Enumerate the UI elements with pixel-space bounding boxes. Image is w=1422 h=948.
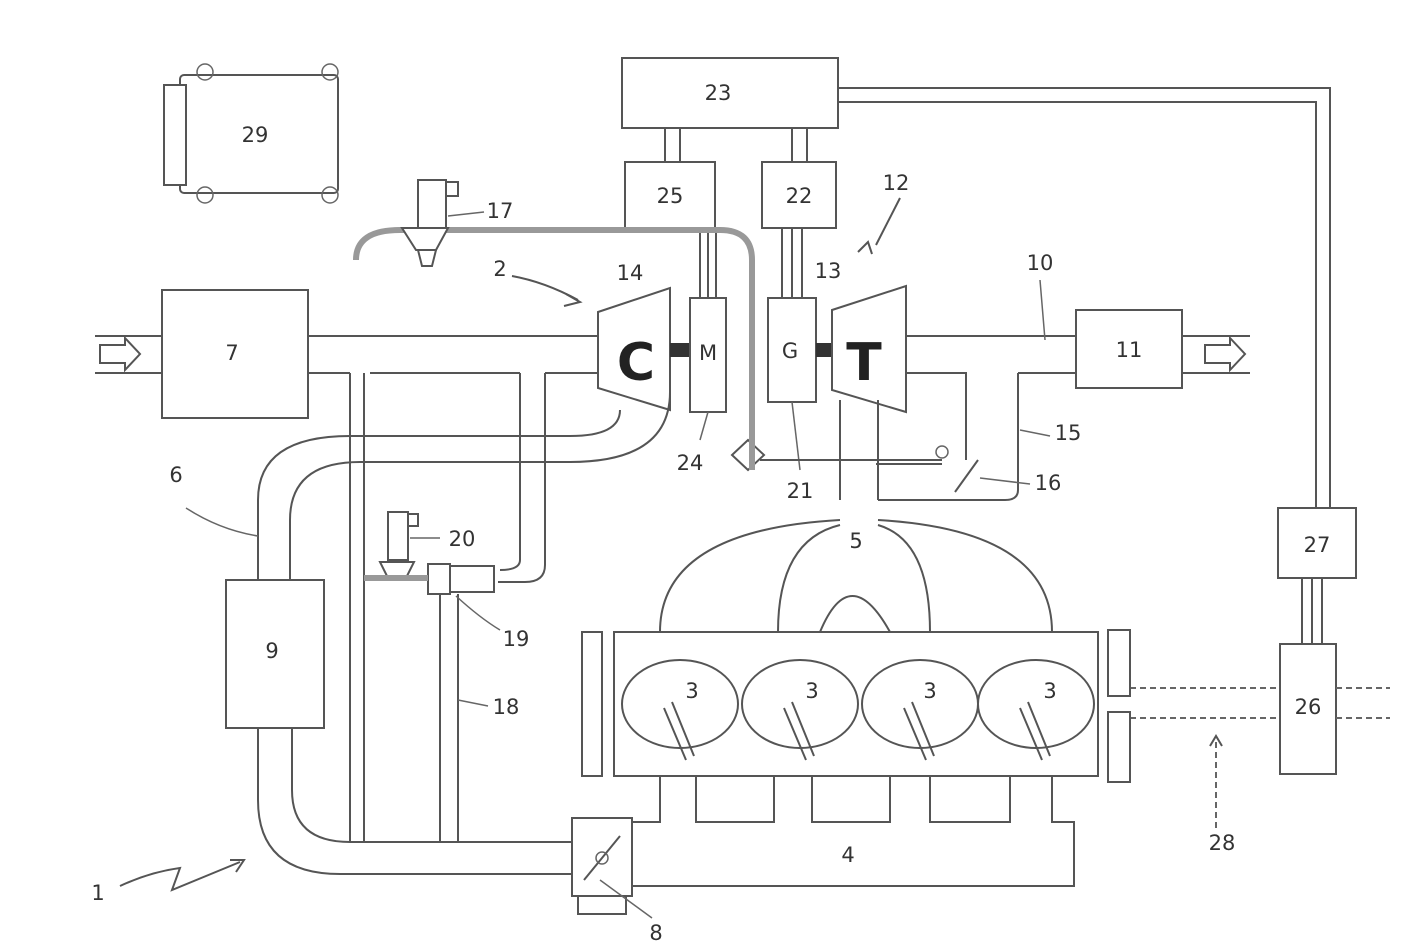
turbine-t: T 13 (815, 259, 907, 414)
label-8: 8 (649, 921, 662, 945)
label-22: 22 (786, 184, 813, 208)
generator-letter: G (782, 339, 798, 363)
label-28: 28 (1209, 831, 1236, 855)
label-13: 13 (815, 259, 842, 283)
label-4: 4 (841, 843, 854, 867)
unit-23: 23 (621, 57, 839, 129)
unit-26: 26 (1279, 643, 1337, 775)
label-12: 12 (883, 171, 910, 195)
label-5: 5 (849, 529, 862, 553)
label-3c: 3 (923, 679, 936, 703)
label-17: 17 (487, 199, 514, 223)
label-18: 18 (493, 695, 520, 719)
unit-25: 25 (624, 161, 716, 229)
label-3b: 3 (805, 679, 818, 703)
motor-letter: M (699, 341, 717, 365)
generator-g: G (767, 297, 817, 403)
label-10: 10 (1027, 251, 1054, 275)
throttle-8 (571, 817, 633, 915)
label-9: 9 (265, 639, 278, 663)
compressor-c: C 14 (597, 261, 671, 412)
label-26: 26 (1295, 695, 1322, 719)
label-24: 24 (677, 451, 704, 475)
control-unit-29: 29 (163, 63, 339, 204)
label-3d: 3 (1043, 679, 1056, 703)
intercooler-9: 9 (225, 579, 325, 729)
label-25: 25 (657, 184, 684, 208)
label-19: 19 (503, 627, 530, 651)
label-2: 2 (493, 257, 506, 281)
valve-20 (378, 511, 419, 579)
label-21: 21 (787, 479, 814, 503)
label-29: 29 (242, 123, 269, 147)
valve-17 (400, 179, 459, 267)
valve-19 (427, 563, 495, 595)
label-16: 16 (1035, 471, 1062, 495)
label-1: 1 (91, 881, 104, 905)
label-15: 15 (1055, 421, 1082, 445)
cylinder-1: 3 (621, 659, 739, 761)
exhaust-treatment-11: 11 (1075, 309, 1183, 389)
cylinder-2: 3 (741, 659, 859, 761)
air-filter-7: 7 (161, 289, 309, 419)
label-11: 11 (1116, 338, 1143, 362)
motor-m: M (689, 297, 727, 413)
turbine-letter: T (846, 333, 882, 393)
label-27: 27 (1304, 533, 1331, 557)
unit-27: 27 (1277, 507, 1357, 579)
label-3a: 3 (685, 679, 698, 703)
label-23: 23 (705, 81, 732, 105)
engine-block (581, 629, 1131, 783)
label-6: 6 (169, 463, 182, 487)
label-7: 7 (225, 341, 238, 365)
label-20: 20 (449, 527, 476, 551)
unit-22: 22 (761, 161, 837, 229)
cylinder-4: 3 (977, 659, 1095, 761)
compressor-letter: C (617, 333, 655, 393)
label-14: 14 (617, 261, 644, 285)
cylinder-3: 3 (861, 659, 979, 761)
